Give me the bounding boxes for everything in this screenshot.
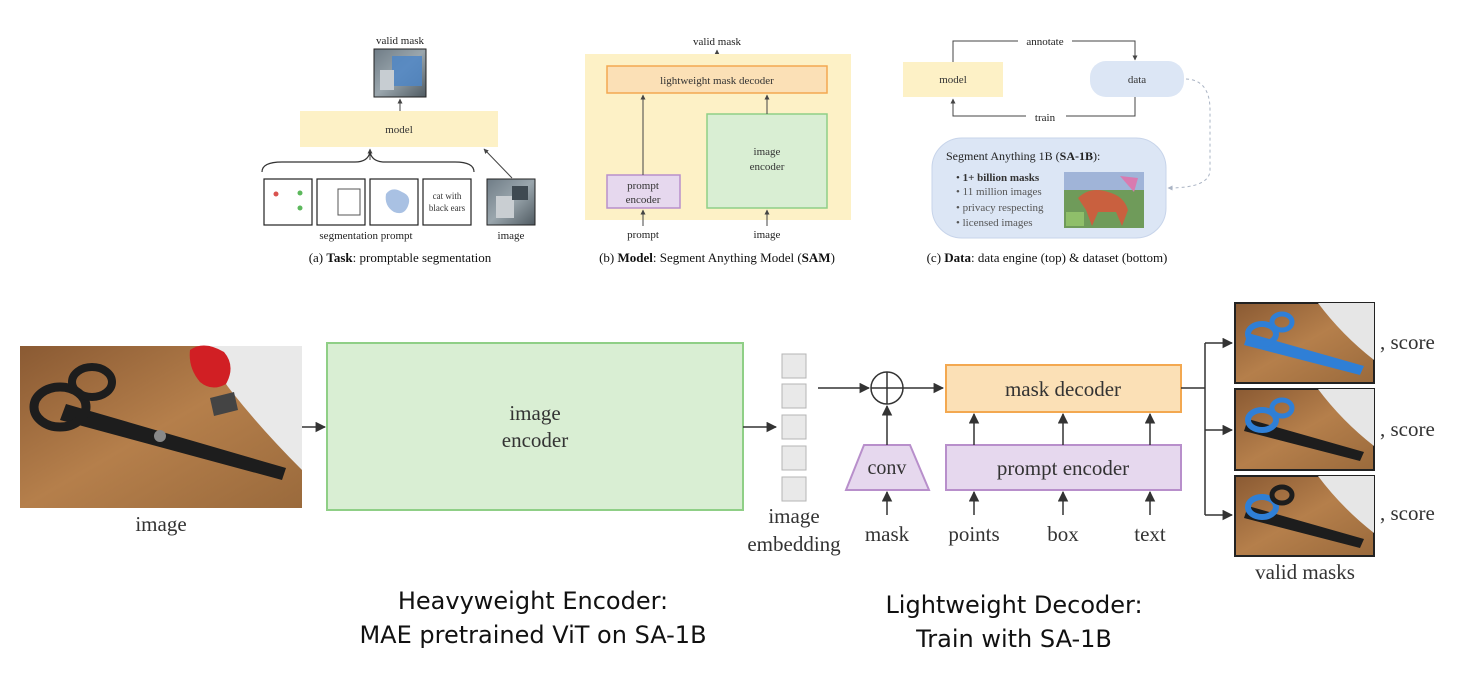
- decoder-note-line2: Train with SA-1B: [915, 625, 1112, 653]
- panel-b-valid-mask-label: valid mask: [693, 36, 741, 48]
- panel-data: annotate model data train Segment Anythi…: [903, 33, 1211, 265]
- prompt-text-line1: cat with: [433, 191, 462, 201]
- panel-c-train-label: train: [1035, 112, 1056, 124]
- panel-c-model-label: model: [939, 74, 967, 86]
- panel-b-prompt-encoder-line1: prompt: [627, 180, 659, 192]
- conv-trapezoid: [844, 444, 931, 491]
- decoder-note-line1: Lightweight Decoder:: [885, 591, 1142, 619]
- embedding-label-line1: image: [768, 504, 819, 528]
- mask-input-label: mask: [865, 522, 910, 546]
- points-label: points: [948, 522, 999, 546]
- conv-label: conv: [868, 457, 907, 479]
- panel-c-annotate-label: annotate: [1026, 36, 1063, 48]
- panel-b-caption: (b) Model: Segment Anything Model (SAM): [599, 250, 835, 265]
- prompt-text-line2: black ears: [429, 203, 466, 213]
- output-score-3: , score: [1380, 501, 1435, 525]
- panel-a-arrow-image-to-model: [483, 148, 513, 179]
- prompt-mask-box: [369, 178, 419, 226]
- panel-c-bullet-0: • 1+ billion masks: [956, 172, 1040, 184]
- main-image-label: image: [135, 512, 186, 536]
- image-embedding-stack: [781, 353, 807, 502]
- panel-a-model-label: model: [385, 124, 413, 136]
- main-mask-decoder-label: mask decoder: [1005, 377, 1121, 401]
- panel-b-image-label: image: [754, 229, 781, 241]
- prompt-box-box: [316, 178, 366, 226]
- output-score-2: , score: [1380, 417, 1435, 441]
- main-mask-decoder-box: [945, 364, 1182, 413]
- panel-a-valid-mask-label: valid mask: [376, 35, 424, 47]
- panel-a-caption: (a) Task: promptable segmentation: [309, 250, 492, 265]
- panel-a-prompt-brace: [261, 151, 475, 173]
- encoder-note-line2: MAE pretrained ViT on SA-1B: [359, 621, 706, 649]
- panel-a-valid-mask-thumbnail: [373, 48, 427, 98]
- panel-b-encoder-line1: image: [754, 146, 781, 158]
- add-node: [870, 371, 904, 405]
- panel-model: valid mask lightweight mask decoder imag…: [585, 36, 851, 265]
- panel-b-prompt-label: prompt: [627, 229, 659, 241]
- main-encoder-line1: image: [509, 401, 560, 425]
- main-prompt-encoder-box: [945, 444, 1182, 491]
- panel-a-input-image: [486, 178, 536, 226]
- panel-b-decoder-label: lightweight mask decoder: [660, 75, 774, 87]
- panel-b-decoder-box: [606, 65, 828, 94]
- text-label: text: [1134, 522, 1166, 546]
- panel-c-dataset-link: [1167, 78, 1211, 191]
- prompt-text-box: cat with black ears: [422, 178, 472, 226]
- output-mask-2: [1234, 388, 1375, 471]
- main-prompt-encoder-label: prompt encoder: [997, 456, 1129, 480]
- panel-c-model-box: [903, 62, 1003, 97]
- annotations: Heavyweight Encoder: MAE pretrained ViT …: [359, 587, 1142, 653]
- main-image-encoder-box: [326, 342, 744, 511]
- panel-b-encoder-line2: encoder: [750, 161, 785, 173]
- encoder-note-line1: Heavyweight Encoder:: [398, 587, 668, 615]
- panel-c-bullet-2: • privacy respecting: [956, 202, 1044, 214]
- main-encoder-line2: encoder: [502, 428, 568, 452]
- output-branch-lines: [1181, 343, 1206, 515]
- panel-a-model-box: [300, 111, 498, 147]
- output-mask-1: [1234, 302, 1375, 384]
- valid-masks-label: valid masks: [1255, 560, 1355, 584]
- segmentation-prompt-label: segmentation prompt: [319, 230, 412, 242]
- panel-a-image-label: image: [498, 230, 525, 242]
- output-score-1: , score: [1380, 330, 1435, 354]
- panel-c-data-label: data: [1128, 74, 1146, 86]
- main-input-image: [20, 345, 302, 508]
- panel-c-dataset-thumbnail: [1064, 172, 1144, 228]
- box-label: box: [1047, 522, 1079, 546]
- panel-b-prompt-encoder-line2: encoder: [626, 194, 661, 206]
- panel-b-image-encoder-box: [706, 113, 828, 209]
- panel-c-caption: (c) Data: data engine (top) & dataset (b…: [927, 250, 1168, 265]
- embedding-label-line2: embedding: [747, 532, 841, 556]
- panel-c-bullet-3: • licensed images: [956, 217, 1033, 229]
- prompt-points-box: [263, 178, 313, 226]
- main-architecture: image image encoder image embedding conv: [20, 302, 1435, 584]
- panel-task: valid mask model cat with bla: [261, 35, 536, 265]
- panel-c-dataset-title: Segment Anything 1B (SA-1B):: [946, 149, 1100, 163]
- panel-c-bullet-1: • 11 million images: [956, 186, 1042, 198]
- panel-c-data-box: [1090, 61, 1184, 97]
- output-mask-3: [1234, 475, 1375, 557]
